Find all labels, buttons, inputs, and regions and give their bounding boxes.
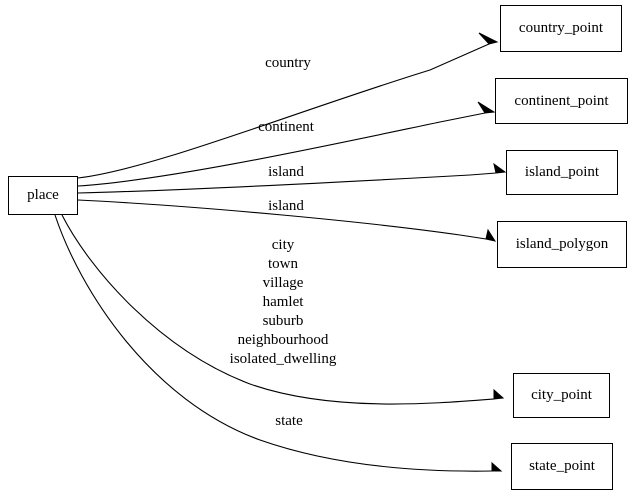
node-label-country_point: country_point [518,20,604,36]
edge-arrowhead-icon [491,461,503,472]
edge-label-state_point: state [275,413,303,429]
node-label-island_polygon: island_polygon [515,236,609,252]
node-label-city_point: city_point [531,387,592,403]
node-continent_point[interactable]: continent_point [495,78,628,124]
edge-label-island_point: island [268,164,304,180]
node-island_polygon[interactable]: island_polygon [497,221,627,268]
edge-line [61,214,495,405]
edge-arrowhead-icon [493,388,505,400]
graph-edge-place-to-city_point [61,214,505,405]
edge-arrowhead-icon [485,228,497,242]
node-place[interactable]: place [8,176,78,215]
graph-edge-place-to-continent_point [77,101,496,187]
edge-arrowhead-icon [477,101,496,114]
node-label-island_point: island_point [524,164,600,180]
edge-arrowhead-icon [493,162,507,174]
node-state_point[interactable]: state_point [511,443,613,490]
edge-label-country_point: country [265,55,311,71]
node-city_point[interactable]: city_point [513,373,610,418]
edge-line [77,172,497,194]
node-label-state_point: state_point [529,458,595,474]
node-label-continent_point: continent_point [514,92,609,109]
edge-label-island_polygon: island [268,198,304,214]
node-label-place: place [27,187,59,203]
edge-line [77,43,490,179]
node-island_point[interactable]: island_point [506,150,618,195]
graph-edge-place-to-island_point [77,162,507,194]
graph-edge-place-to-state_point [54,214,503,472]
edge-label-continent_point: continent [258,119,314,135]
graph-edge-place-to-island_polygon [77,199,497,242]
edge-arrowhead-icon [478,32,499,45]
edge-line [77,112,486,187]
edge-line [77,199,487,240]
graph-edge-place-to-country_point [77,32,499,179]
edge-line [54,214,493,472]
node-country_point[interactable]: country_point [500,5,622,52]
edge-label-city_point: city town village hamlet suburb neighbou… [229,237,337,367]
